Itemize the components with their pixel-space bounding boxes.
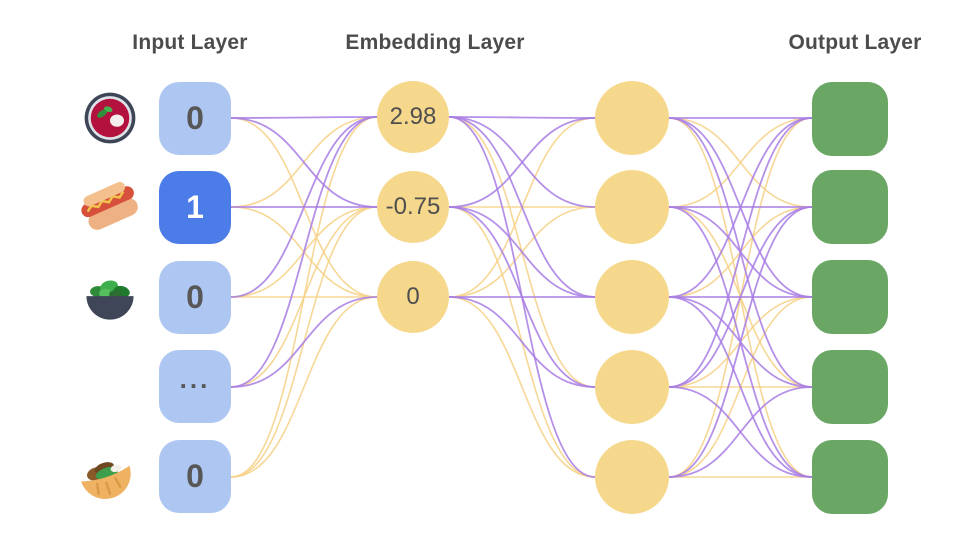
- embedding-node-1-value: 2.98: [389, 103, 437, 130]
- input-layer-title: Input Layer: [132, 31, 248, 54]
- pita-icon: [78, 448, 136, 511]
- input-node-5-value: 0: [186, 458, 204, 494]
- embedding-node-1: 2.98: [377, 81, 449, 153]
- input-node-3: 0: [159, 261, 231, 334]
- embedding-node-3: 0: [377, 261, 449, 333]
- hotdog-icon: [79, 176, 141, 243]
- hidden-node-4: [595, 350, 669, 424]
- hidden-node-1: [595, 81, 669, 155]
- input-node-4-value: ...: [179, 364, 211, 394]
- hidden-node-3: [595, 260, 669, 334]
- input-node-4: ...: [159, 350, 231, 423]
- output-node-5: [812, 440, 888, 514]
- salad-icon: [81, 268, 139, 331]
- embedding-node-3-value: 0: [406, 283, 420, 310]
- input-node-2-value: 1: [186, 189, 204, 225]
- input-node-1-value: 0: [186, 100, 204, 136]
- output-node-4: [812, 350, 888, 424]
- hidden-node-2: [595, 170, 669, 244]
- input-node-1: 0: [159, 82, 231, 155]
- output-node-1: [812, 82, 888, 156]
- output-layer-title: Output Layer: [788, 31, 922, 54]
- input-node-3-value: 0: [186, 279, 204, 315]
- borscht-soup-icon: [82, 90, 138, 151]
- embedding-node-2: -0.75: [377, 171, 449, 243]
- input-node-2: 1: [159, 171, 231, 244]
- embedding-layer-title: Embedding Layer: [345, 31, 525, 54]
- hidden-node-5: [595, 440, 669, 514]
- input-node-5: 0: [159, 440, 231, 513]
- output-node-2: [812, 170, 888, 244]
- output-node-3: [812, 260, 888, 334]
- embedding-node-2-value: -0.75: [385, 193, 441, 220]
